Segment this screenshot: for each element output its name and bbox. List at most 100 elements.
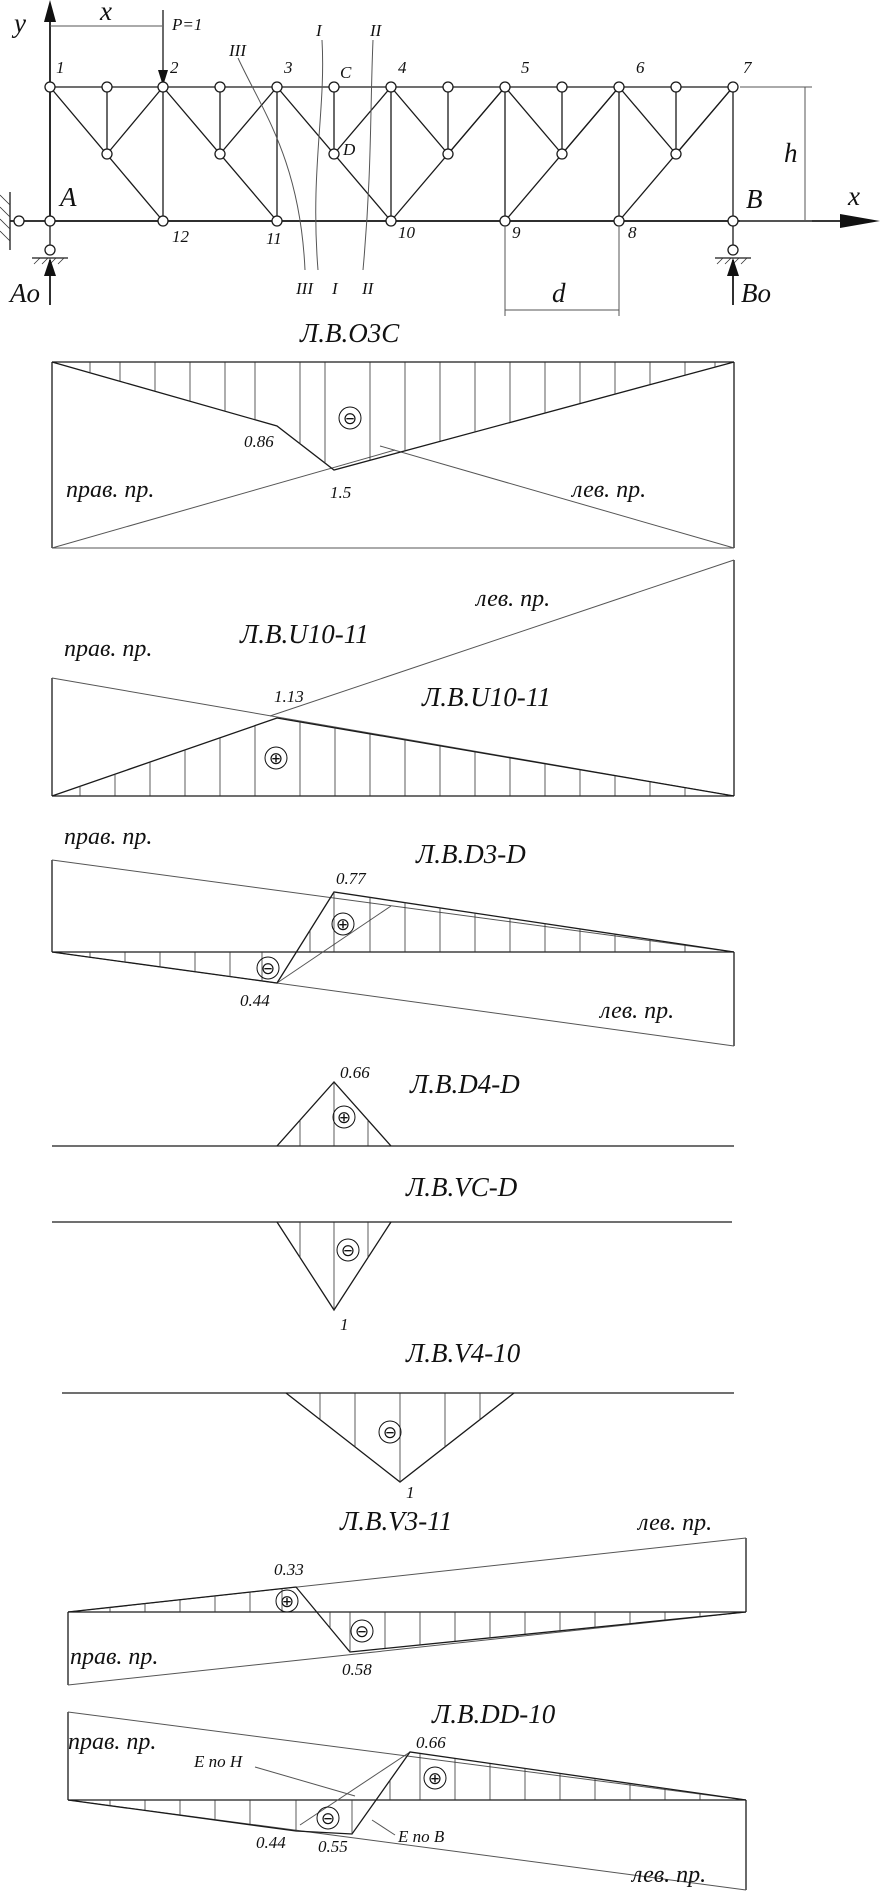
sign-minus: ⊖ [341,1241,355,1261]
annotation-e-h: E по H [193,1752,244,1771]
y-axis-arrow-icon [44,0,56,22]
hatching [79,722,686,796]
right-branch-label: прав. пр. [64,636,152,662]
section-line-ii [362,39,374,271]
reaction-b-arrow-icon [727,258,739,276]
left-branch-label: лев. пр. [636,1510,712,1536]
section-ii-bottom: II [361,279,375,298]
diagram-title: Л.В.VC-D [405,1172,518,1202]
right-branch-label: прав. пр. [66,477,154,503]
node-label-10: 10 [398,223,416,242]
sign-plus: ⊕ [269,749,283,769]
influence-line-dd-10: Л.В.DD-10 прав. пр. ⊕ ⊖ 0.66 0.44 0.55 E… [67,1699,747,1891]
node-label-2: 2 [170,58,179,77]
sign-minus: ⊖ [383,1423,397,1443]
section-i-top: I [315,21,323,40]
axis-y-label: y [11,8,26,38]
section-line-iii [237,57,306,271]
support-b-label: B [746,184,763,214]
section-iii-top: III [228,41,247,60]
support-a [0,192,68,305]
left-branch-label: лев. пр. [598,998,674,1024]
x-dimension-label: x [99,0,112,26]
leader-line [254,1766,356,1797]
node-label-c: C [340,63,352,82]
left-branch-label: лев. пр. [630,1862,706,1888]
value-label: 0.77 [336,869,367,888]
value-label: 0.86 [244,432,274,451]
load-arrow-head-icon [158,70,168,86]
diagram-title: Л.В.U10-11 [239,619,369,649]
height-label: h [784,138,798,168]
node-label-9: 9 [512,223,521,242]
value-label: 0.66 [340,1063,370,1082]
influence-line-vc-d: Л.В.VC-D ⊖ 1 [52,1172,732,1334]
leader-line [371,1819,396,1836]
diagram-title: Л.В.V4-10 [405,1338,521,1368]
node-label-5: 5 [521,58,530,77]
right-branch-label: прав. пр. [70,1644,158,1670]
diagram-title: Л.В.D4-D [409,1069,520,1099]
value-label: 0.44 [256,1833,286,1852]
value-label: 0.58 [342,1660,372,1679]
value-label: 0.44 [240,991,270,1010]
sign-minus: ⊖ [321,1809,335,1829]
hatching [89,892,686,981]
node-label-7: 7 [743,58,753,77]
value-label: 1 [406,1483,415,1502]
hatching [109,1589,701,1652]
panel-label: d [552,278,566,308]
node-label-12: 12 [172,227,190,246]
load-label: P=1 [171,15,202,34]
diagram-title-alt: Л.В.U10-11 [421,682,551,712]
section-line-i [315,39,324,271]
node-label-6: 6 [636,58,645,77]
node-label-11: 11 [266,229,282,248]
node-label-1: 1 [56,58,65,77]
sign-plus: ⊕ [280,1592,294,1612]
truss-scheme: y x x P=1 [0,0,880,316]
value-label: 0.33 [274,1560,304,1579]
hatching [109,1754,701,1834]
sign-minus: ⊖ [355,1622,369,1642]
node-label-4: 4 [398,58,407,77]
left-branch-label: лев. пр. [570,477,646,503]
value-label: 1 [340,1315,349,1334]
node-label-8: 8 [628,223,637,242]
influence-line-u10-11: ⊕ 1.13 Л.В.U10-11 Л.В.U10-11 лев. пр. пр… [51,559,735,797]
sign-plus: ⊕ [337,1108,351,1128]
sign-plus: ⊕ [428,1769,442,1789]
x-axis-arrow-icon [840,214,880,228]
diagram-title: Л.В.D3-D [415,839,526,869]
section-i-bottom: I [331,279,339,298]
influence-line-o3c: Л.В.O3C ⊖ 0.86 1.5 прав. пр. лев. пр. [51,318,735,549]
value-label: 1.5 [330,483,351,502]
section-ii-top: II [369,21,383,40]
influence-line-d3-d: прав. пр. Л.В.D3-D ⊕ ⊖ 0.77 0.44 лев. пр… [51,824,735,1047]
annotation-e-b: E по B [397,1827,445,1846]
influence-line-d4-d: 0.66 Л.В.D4-D ⊕ [52,1063,734,1147]
support-b [715,226,751,305]
sign-plus: ⊕ [336,915,350,935]
left-branch-label: лев. пр. [474,586,550,612]
hatching [299,1082,369,1146]
influence-line-v3-11: Л.В.V3-11 лев. пр. ⊕ ⊖ 0.33 0.58 прав. п… [67,1506,747,1686]
hatching [299,1222,369,1310]
influence-line-v4-10: Л.В.V4-10 ⊖ 1 [62,1338,734,1502]
node-label-3: 3 [283,58,293,77]
right-branch-label: прав. пр. [64,824,152,850]
value-label: 0.55 [318,1837,348,1856]
value-label: 1.13 [274,687,304,706]
reaction-b-label: Bo [741,278,771,308]
value-label: 0.66 [416,1733,446,1752]
reaction-a-label: Ao [8,278,40,308]
truss-nodes [44,81,739,227]
node-label-d: D [342,140,356,159]
support-a-label: A [58,182,77,212]
diagram-title: Л.В.O3C [299,318,400,348]
hatching [89,362,716,463]
right-branch-label: прав. пр. [68,1729,156,1755]
diagram-title: Л.В.DD-10 [431,1699,556,1729]
